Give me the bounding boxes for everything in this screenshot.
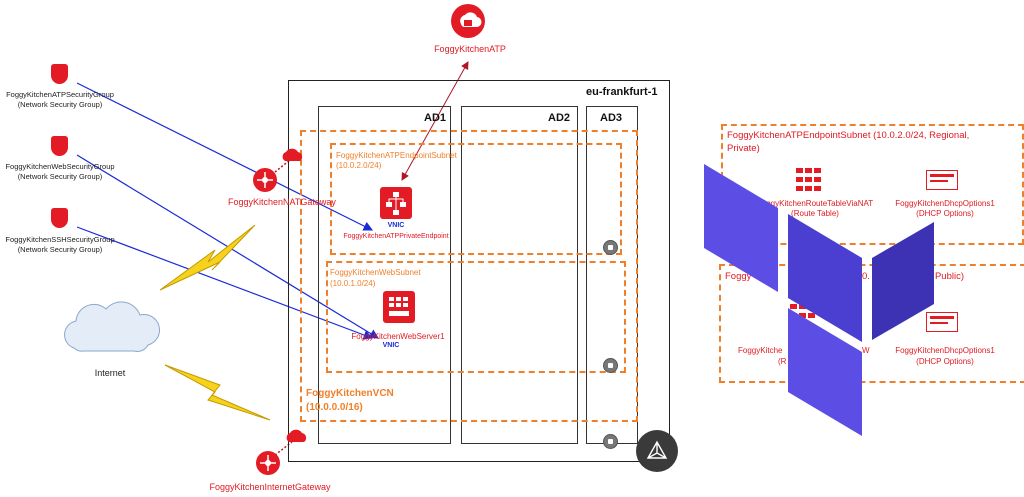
nsg-ssh-name: FoggyKitchenSSHSecurityGroup [5, 235, 115, 244]
atp-endpoint-vnic: VNIC [387, 222, 405, 229]
right-panel2-title-suffix: nal, Public) [917, 271, 964, 282]
nat-cloud-icon [280, 147, 306, 168]
nat-label: FoggyKitchenNATGateway [228, 197, 336, 207]
web-subnet-box [326, 261, 626, 373]
right-panel1-title2: Private) [727, 143, 760, 154]
nat-gateway-icon [253, 168, 277, 192]
webserver-vnic: VNIC [382, 342, 400, 349]
atp-endpoint-icon [380, 187, 412, 219]
shield-icon [51, 208, 68, 228]
ad2-label: AD2 [548, 112, 571, 124]
vcn-box [300, 130, 638, 422]
lock-icon [603, 240, 618, 255]
right-panel2-route-suffix: W [862, 346, 870, 355]
vcn-cidr: (10.0.0.0/16) [306, 402, 363, 413]
nsg-atp-sub: (Network Security Group) [17, 100, 103, 109]
lightning-bolt-lower [164, 364, 271, 421]
right-panel1-dhcp2: (DHCP Options) [916, 209, 974, 218]
internet-cloud-icon [64, 301, 161, 352]
ad3-label: AD3 [600, 112, 623, 124]
ad1-label: AD1 [424, 112, 447, 124]
web-subnet-cidr: (10.0.1.0/24) [330, 279, 376, 288]
atp-db-icon [451, 4, 485, 38]
atp-endpoint-name: FoggyKitchenATPPrivateEndpoint [343, 233, 449, 240]
atp-subnet-name: FoggyKitchenATPEndpointSubnet [336, 151, 457, 160]
atp-link [401, 61, 469, 181]
right-panel2-title-mid: 0. [862, 271, 870, 282]
nsg-atp-link [76, 82, 374, 231]
internet-gateway-icon [256, 451, 280, 475]
drg-icon [636, 430, 678, 472]
igw-cloud-icon [284, 428, 310, 449]
right-panel2-dhcp2: (DHCP Options) [916, 357, 974, 366]
lock-icon [603, 434, 618, 449]
igw-cloud-link [274, 441, 293, 456]
right-panel2-dhcp1: FoggyKitchenDhcpOptions1 [895, 346, 995, 355]
right-panel2-route2: (R [778, 357, 787, 366]
terraform-logo [704, 164, 934, 436]
right-panel1-route2: (Route Table) [791, 209, 839, 218]
vcn-name: FoggyKitchenVCN [306, 388, 394, 399]
dhcp-options-icon [926, 312, 958, 332]
region-label: eu-frankfurt-1 [586, 86, 658, 98]
right-panel2-route1: FoggyKitche [738, 346, 783, 355]
nsg-ssh-link [76, 226, 374, 340]
ad2-box [461, 106, 578, 444]
atp-subnet-box [330, 143, 622, 255]
dhcp-options-icon [926, 170, 958, 190]
webserver-name: FoggyKitchenWebServer1 [351, 332, 445, 341]
right-panel1-dhcp1: FoggyKitchenDhcpOptions1 [895, 199, 995, 208]
nat-cloud-link [274, 159, 291, 173]
atp-label: FoggyKitchenATP [434, 44, 506, 54]
region-box [288, 80, 670, 462]
ad1-box [318, 106, 451, 444]
igw-label: FoggyKitchenInternetGateway [209, 482, 331, 492]
shield-icon [51, 136, 68, 156]
right-panel1-route1: FoggyKitchenRouteTableViaNAT [756, 199, 874, 208]
right-panel1-title1: FoggyKitchenATPEndpointSubnet (10.0.2.0/… [727, 130, 970, 141]
lightning-bolt-upper [159, 224, 256, 291]
nsg-ssh-sub: (Network Security Group) [17, 245, 103, 254]
nsg-atp-name: FoggyKitchenATPSecurityGroup [6, 90, 114, 99]
right-panel2-title-prefix: Foggy [725, 271, 752, 282]
lock-icon [603, 358, 618, 373]
nsg-web-name: FoggyKitchenWebSecurityGroup [5, 162, 115, 171]
web-subnet-name: FoggyKitchenWebSubnet [330, 268, 421, 277]
internet-label: Internet [94, 368, 126, 378]
atp-subnet-cidr: (10.0.2.0/24) [336, 161, 382, 170]
nsg-web-sub: (Network Security Group) [17, 172, 103, 181]
right-subnet-panel-public [719, 264, 1024, 383]
webserver-icon [383, 291, 415, 323]
route-table-icon [796, 168, 822, 192]
shield-icon [51, 64, 68, 84]
